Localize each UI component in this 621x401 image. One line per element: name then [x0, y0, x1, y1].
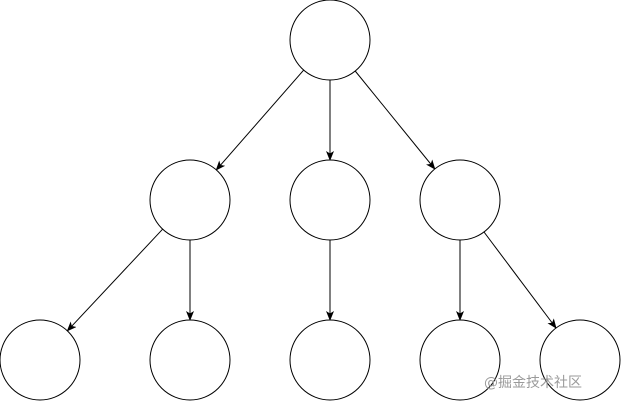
tree-node-n3b: [539, 319, 621, 401]
edge-arrow-n1-to-n1a: [66, 228, 163, 332]
tree-node-n3: [419, 159, 501, 241]
tree-node-root: [289, 0, 371, 81]
tree-node-n2: [289, 159, 371, 241]
tree-node-n3a: [419, 319, 501, 401]
edge-arrow-root-to-n1: [215, 69, 305, 171]
edge-arrow-n3-to-n3b: [483, 231, 557, 329]
edge-arrow-root-to-n3: [354, 70, 436, 170]
edges-layer: [66, 69, 557, 332]
tree-node-n1: [149, 159, 231, 241]
watermark-text: @掘金技术社区: [484, 375, 582, 391]
tree-node-n1a: [0, 319, 81, 401]
tree-node-n1b: [149, 319, 231, 401]
tree-node-n2a: [289, 319, 371, 401]
